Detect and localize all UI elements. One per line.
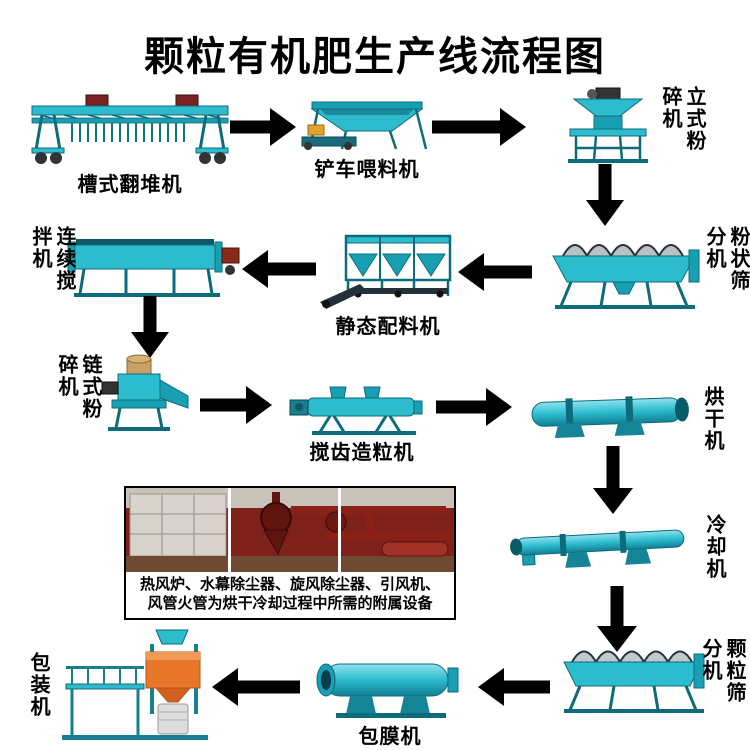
tooth-granulator-illustration [289, 386, 423, 435]
granule-screener-illustration [563, 650, 705, 713]
auxiliary-equipment-photo [126, 488, 454, 572]
arrow-turner-to-feeder-icon [230, 108, 296, 146]
arrow-mixer-to-chain-crusher-icon [131, 296, 169, 358]
arrow-batcher-to-mixer-icon [242, 250, 316, 288]
label-continuous-mixer: 连续搅拌机 [29, 226, 75, 292]
auxiliary-equipment-inset: 热风炉、水幕除尘器、旋风除尘器、引风机、 风管火管为烘干冷却过程中所需的附属设备 [124, 486, 456, 620]
chain-crusher-illustration [101, 354, 189, 431]
inset-caption: 热风炉、水幕除尘器、旋风除尘器、引风机、 风管火管为烘干冷却过程中所需的附属设备 [126, 572, 454, 618]
label-trough-turner: 槽式翻堆机 [77, 174, 183, 196]
machine-coating-machine [308, 648, 472, 722]
loader-feeder-illustration [301, 101, 428, 150]
label-vertical-crusher: 立式粉碎机 [659, 86, 705, 152]
machine-tooth-granulator [288, 384, 436, 436]
arrow-crusher-to-powder-screener-icon [586, 164, 624, 226]
static-batcher-illustration [320, 234, 452, 309]
packing-machine-illustration [62, 629, 208, 740]
machine-powder-screener [543, 228, 705, 312]
label-dryer: 烘干机 [701, 386, 723, 452]
arrow-screener-to-batcher-icon [458, 253, 532, 291]
label-granule-screener: 颗粒筛分机 [699, 638, 745, 704]
dryer-illustration [531, 396, 689, 438]
continuous-mixer-illustration [67, 239, 240, 297]
label-tooth-granulator: 搅齿造粒机 [309, 442, 415, 464]
cooler-illustration [510, 529, 685, 568]
inset-caption-line1: 热风炉、水幕除尘器、旋风除尘器、引风机、 [139, 576, 440, 593]
arrow-cooler-to-granule-screener-icon [597, 586, 637, 652]
trough-turner-illustration [31, 94, 229, 164]
arrow-dryer-to-cooler-icon [593, 446, 633, 514]
label-static-batcher: 静态配料机 [335, 316, 441, 338]
machine-static-batcher [318, 232, 458, 310]
arrow-granulator-to-dryer-icon [436, 388, 512, 426]
label-cooler: 冷却机 [703, 514, 725, 580]
powder-screener-illustration [552, 244, 700, 309]
machine-cooler [502, 512, 700, 574]
vertical-crusher-illustration [568, 87, 648, 163]
machine-granule-screener [556, 636, 710, 714]
label-coating-machine: 包膜机 [358, 726, 422, 748]
machine-continuous-mixer [62, 228, 242, 300]
machine-chain-crusher [98, 352, 196, 434]
machine-dryer [526, 384, 694, 442]
arrow-feeder-to-crusher-icon [432, 108, 526, 146]
label-powder-screener: 粉状筛分机 [703, 226, 749, 292]
arrow-screener-to-coater-icon [478, 668, 550, 706]
coating-machine-illustration [316, 663, 459, 718]
machine-vertical-crusher [556, 86, 660, 164]
machine-trough-turner [28, 92, 232, 168]
inset-caption-line2: 风管火管为烘干冷却过程中所需的附属设备 [147, 595, 433, 612]
page-title: 颗粒有机肥生产线流程图 [144, 35, 606, 79]
arrow-coater-to-packer-icon [212, 668, 300, 706]
machine-loader-feeder [300, 97, 434, 155]
label-packing-machine: 包装机 [27, 652, 49, 718]
arrow-chain-crusher-to-granulator-icon [200, 386, 272, 424]
label-chain-crusher: 链式粉碎机 [55, 354, 101, 420]
label-loader-feeder: 铲车喂料机 [314, 159, 420, 181]
machine-packing-machine [58, 628, 212, 746]
